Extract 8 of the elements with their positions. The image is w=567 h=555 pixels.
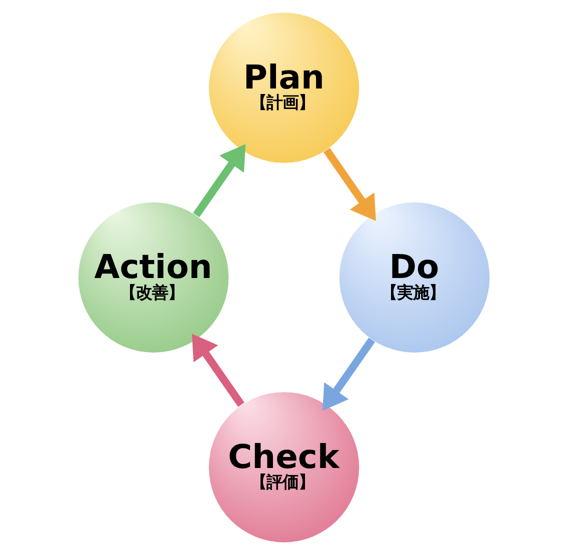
arrow — [191, 334, 244, 407]
arrow — [322, 148, 376, 222]
node-circle: Do 【実施】 — [338, 202, 490, 353]
arrow — [192, 144, 246, 218]
arrow — [322, 338, 375, 411]
node-circle: Check 【評価】 — [208, 392, 359, 542]
node-circle: Action 【改善】 — [78, 202, 228, 353]
node-circle: Plan 【計画】 — [208, 12, 359, 163]
